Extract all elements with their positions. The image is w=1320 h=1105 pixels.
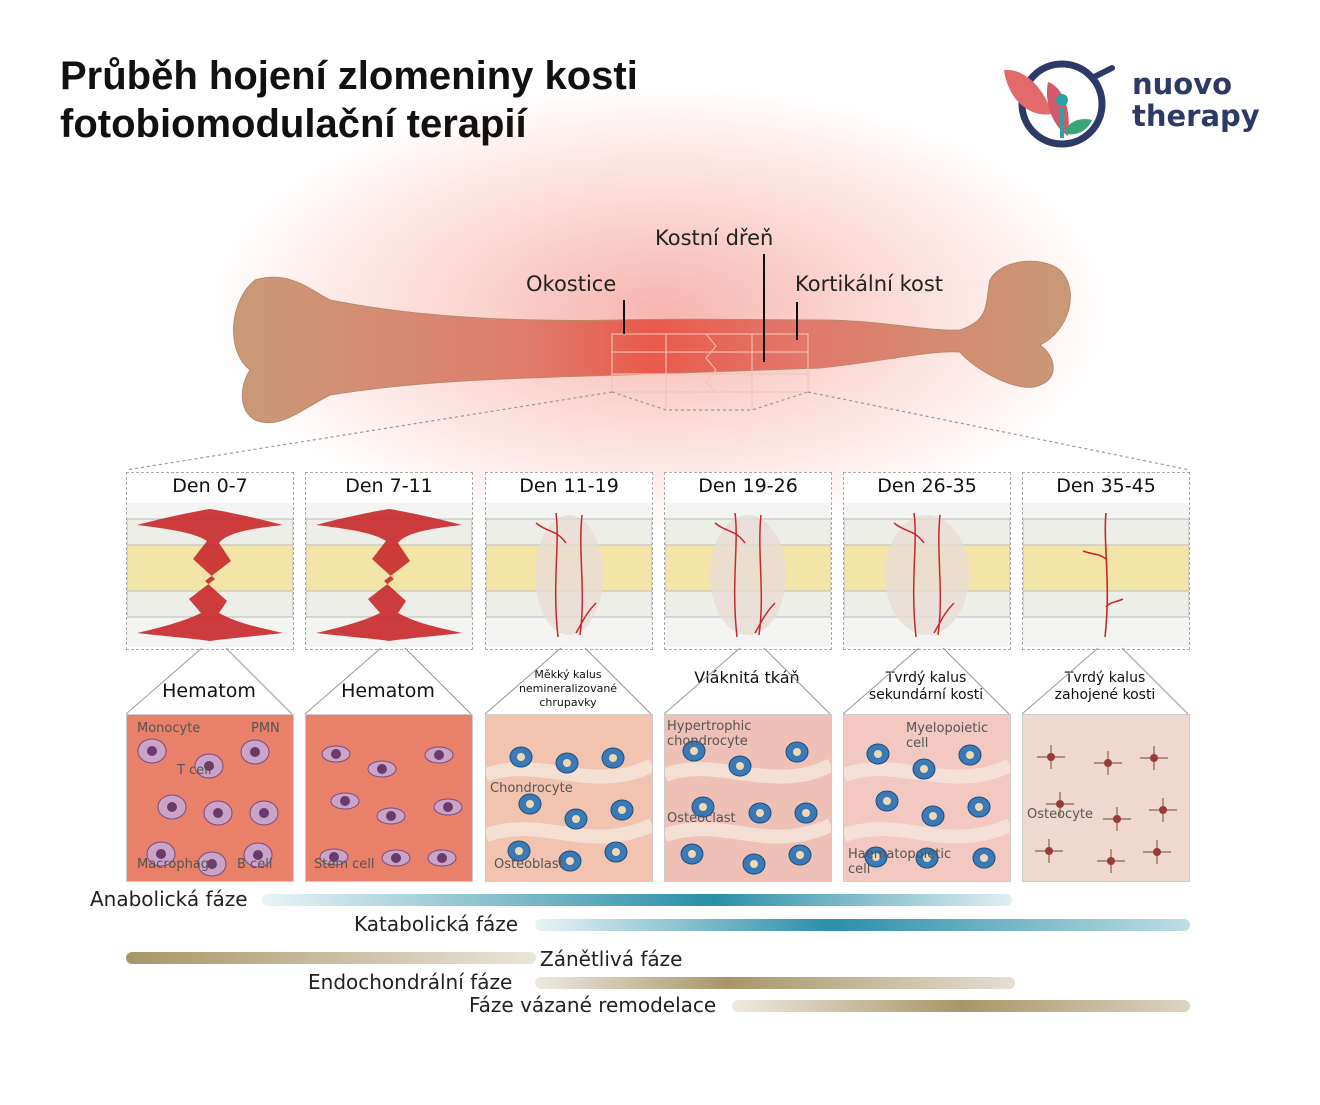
cell-type-label: T cell bbox=[177, 763, 212, 778]
stage-tissue-label: Měkký kalus nemineralizované chrupavky bbox=[518, 668, 618, 709]
cell-type-label: Myelopoietic cell bbox=[906, 721, 989, 751]
stage-day-label: Den 35-45 bbox=[1056, 475, 1156, 497]
phase-label-remodeling: Fáze vázané remodelace bbox=[469, 993, 717, 1017]
nuovo-therapy-logo: nuovo therapy bbox=[1000, 56, 1280, 156]
stage-panel: Den 11-19 bbox=[485, 472, 653, 650]
stage-tissue-label: Tvrdý kalus zahojené kosti bbox=[1054, 670, 1156, 703]
cell-type-label: Osteoblast bbox=[494, 857, 564, 872]
fracture-cross-section bbox=[127, 503, 293, 647]
cell-type-label: PMN bbox=[251, 721, 280, 736]
phase-label-catabolic: Katabolická fáze bbox=[354, 912, 519, 936]
stage-tissue-label: Vláknitá tkáň bbox=[694, 668, 800, 687]
cell-type-label: Osteoclast bbox=[667, 811, 736, 826]
cell-drawing bbox=[1035, 745, 1177, 873]
stage-panel: Den 7-11 bbox=[305, 472, 473, 650]
cell-type-label: Chondrocyte bbox=[490, 781, 573, 796]
cell-type-label: Macrophage bbox=[137, 857, 218, 872]
phase-label-inflammatory: Zánětlivá fáze bbox=[540, 947, 683, 971]
title-line-1: Průběh hojení zlomeniny kosti bbox=[60, 54, 638, 98]
cell-type-label: Hypertrophic chondrocyte bbox=[667, 719, 752, 749]
stage-day-label: Den 7-11 bbox=[345, 475, 433, 497]
cell-drawing bbox=[486, 746, 652, 872]
phase-label-anabolic: Anabolická fáze bbox=[90, 887, 248, 911]
stage-panel: Den 0-7 bbox=[126, 472, 294, 650]
logo-text-line-1: nuovo bbox=[1132, 67, 1233, 101]
stage-tissue-label: Hematom bbox=[162, 680, 256, 702]
label-okostice: Okostice bbox=[526, 272, 617, 296]
stage-day-label: Den 11-19 bbox=[519, 475, 619, 497]
fracture-cross-section bbox=[665, 503, 831, 647]
phase-bar-remodeling bbox=[732, 1000, 1190, 1012]
cell-type-label: Osteocyte bbox=[1027, 807, 1093, 822]
stage-day-label: Den 0-7 bbox=[172, 475, 248, 497]
stage-tissue-label: Tvrdý kalus sekundární kosti bbox=[868, 670, 984, 703]
cell-drawing bbox=[137, 738, 279, 877]
cell-type-label: Haematopoietic cell bbox=[848, 847, 952, 877]
fracture-cross-section bbox=[306, 503, 472, 647]
cell-drawing bbox=[665, 740, 831, 875]
stage-day-label: Den 26-35 bbox=[877, 475, 977, 497]
phase-bar-endochondral bbox=[535, 977, 1015, 989]
cell-illustration: Stem cell bbox=[305, 714, 473, 882]
label-kortikalni-kost: Kortikální kost bbox=[795, 272, 944, 296]
fracture-cross-section bbox=[844, 503, 1010, 647]
cell-drawing bbox=[844, 743, 1010, 869]
cell-illustration: Osteocyte bbox=[1022, 714, 1190, 882]
page-title: Průběh hojení zlomeniny kosti fotobiomod… bbox=[60, 52, 638, 148]
fracture-cross-section bbox=[1023, 503, 1189, 647]
cell-type-label: Monocyte bbox=[137, 721, 201, 736]
phase-label-endochondral: Endochondrální fáze bbox=[308, 970, 513, 994]
phase-bar-anabolic bbox=[262, 894, 1012, 906]
phase-bar-inflammatory bbox=[126, 952, 536, 964]
stage-panel: Den 19-26 bbox=[664, 472, 832, 650]
stage-tissue-label: Hematom bbox=[341, 680, 435, 702]
stage-panel: Den 26-35 bbox=[843, 472, 1011, 650]
cell-drawing bbox=[319, 745, 463, 867]
cell-type-label: Stem cell bbox=[314, 857, 375, 872]
stage-day-label: Den 19-26 bbox=[698, 475, 798, 497]
phase-bar-catabolic bbox=[535, 919, 1190, 931]
stage-panel: Den 35-45 bbox=[1022, 472, 1190, 650]
femur-shape bbox=[233, 260, 1071, 424]
title-line-2: fotobiomodulační terapií bbox=[60, 102, 527, 146]
fracture-cross-section bbox=[486, 503, 652, 647]
label-kostni-dren: Kostní dřeň bbox=[655, 226, 774, 250]
cell-type-label: B cell bbox=[237, 857, 273, 872]
logo-text-line-2: therapy bbox=[1132, 99, 1260, 133]
lotus-logo-icon bbox=[1004, 60, 1115, 148]
